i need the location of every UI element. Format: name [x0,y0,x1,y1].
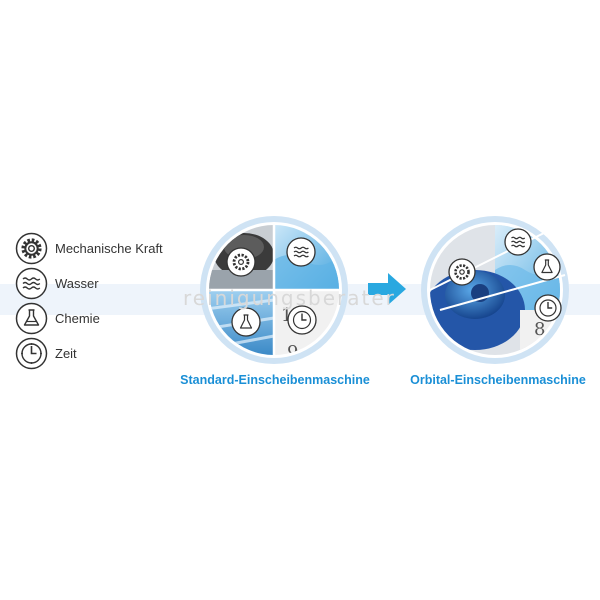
factor-legend: Mechanische Kraft Wasser Chemie Zeit [15,231,163,371]
gear-icon [15,232,48,265]
standard-machine-caption: Standard-Einscheibenmaschine [180,373,370,387]
clock-icon [287,305,317,335]
orbital-machine-caption: Orbital-Einscheibenmaschine [410,373,586,387]
flask-icon [15,302,48,335]
legend-label: Wasser [55,276,99,291]
legend-label: Zeit [55,346,77,361]
legend-item-time: Zeit [15,336,163,371]
legend-item-water: Wasser [15,266,163,301]
clock-face-numeral: 9 [287,342,298,363]
clock-icon [15,337,48,370]
waves-icon [15,267,48,300]
orbital-machine-illustration: 8 [421,216,569,364]
waves-icon [504,228,532,256]
legend-label: Mechanische Kraft [55,241,163,256]
standard-machine-illustration: 11 9 [200,216,348,364]
clock-icon [534,294,562,322]
legend-label: Chemie [55,311,100,326]
watermark: reinigungsberater [183,286,396,310]
gear-icon [448,258,476,286]
arrow-right-icon [368,273,406,305]
flask-icon [533,253,561,281]
standard-machine-diagram: 11 9 [199,215,349,365]
flask-icon [231,307,261,337]
orbital-machine-diagram: 8 [420,215,570,365]
clock-face-numeral: 8 [534,319,545,340]
waves-icon [286,237,316,267]
gear-icon [226,247,256,277]
legend-item-mechanical-force: Mechanische Kraft [15,231,163,266]
legend-item-chemistry: Chemie [15,301,163,336]
